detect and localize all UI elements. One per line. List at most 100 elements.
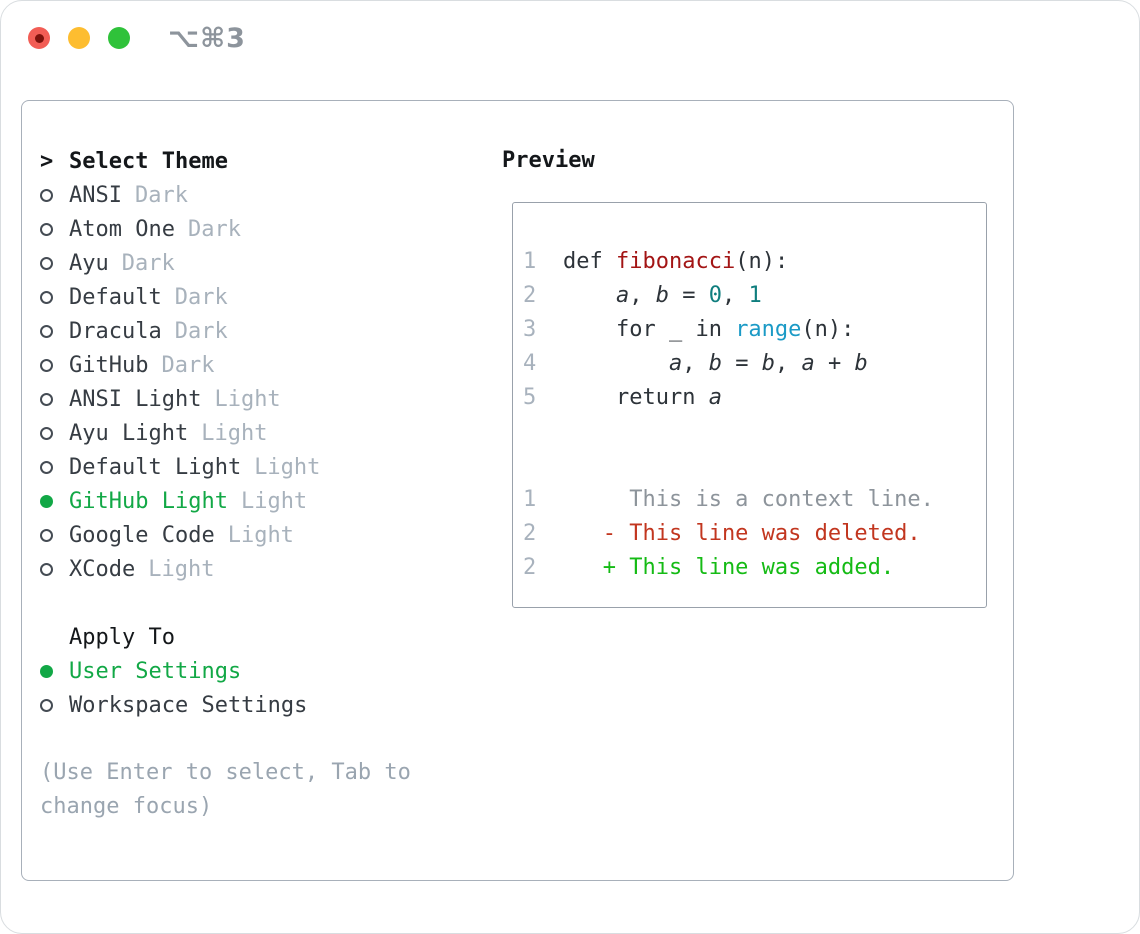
variant-label: Dark <box>174 284 228 310</box>
line-number: 5 <box>523 385 537 410</box>
theme-option-xcode[interactable]: XCode Light <box>40 552 500 586</box>
apply-option-user-settings[interactable]: User Settings <box>40 654 500 688</box>
radio-icon <box>40 222 69 236</box>
code-segment: (n): <box>801 317 855 342</box>
line-number <box>523 449 563 483</box>
select-theme-header: > Select Theme <box>40 144 500 178</box>
window-title: ⌥⌘3 <box>168 22 246 54</box>
code-segment: (n): <box>735 249 789 274</box>
hint-line: change focus) <box>40 794 213 819</box>
theme-option-default[interactable]: Default Dark <box>40 280 500 314</box>
preview-line: 3 for _ in range(n): <box>523 313 986 347</box>
theme-option-github-light[interactable]: GitHub Light Light <box>40 484 500 518</box>
option-label: GitHub <box>69 352 149 378</box>
code-segment: This is a context line. <box>563 487 934 512</box>
code-segment: , <box>629 283 656 308</box>
theme-option-ayu-light[interactable]: Ayu Light Light <box>40 416 500 450</box>
line-number: 4 <box>523 351 537 376</box>
code-segment: a <box>708 385 722 410</box>
option-label: ANSI Light <box>69 386 202 412</box>
option-label: Default <box>69 284 162 310</box>
variant-label: Light <box>240 488 308 514</box>
theme-option-ansi-light[interactable]: ANSI Light Light <box>40 382 500 416</box>
preview-line: 5 return a <box>523 381 986 415</box>
preview-title: Preview <box>502 148 595 173</box>
preview-line <box>523 415 986 449</box>
code-segment <box>563 347 669 381</box>
radio-icon <box>40 460 69 474</box>
code-segment: = <box>668 283 709 308</box>
apply-option-workspace-settings[interactable]: Workspace Settings <box>40 688 500 722</box>
variant-label: Light <box>227 522 294 548</box>
preview-line <box>523 449 986 483</box>
code-segment: b <box>655 283 669 308</box>
radio-selected-icon <box>40 494 69 508</box>
spacer <box>40 722 500 756</box>
option-label: Ayu <box>69 250 109 276</box>
code-segment: + <box>814 351 855 376</box>
close-button-icon[interactable] <box>28 27 50 49</box>
radio-icon <box>40 562 69 576</box>
variant-label: Light <box>148 556 215 582</box>
theme-option-github[interactable]: GitHub Dark <box>40 348 500 382</box>
code-segment: b <box>708 351 722 376</box>
radio-icon <box>40 426 69 440</box>
titlebar: ⌥⌘3 <box>28 23 246 54</box>
radio-icon <box>40 358 69 372</box>
option-label: Ayu Light <box>69 420 189 446</box>
code-segment: b <box>854 351 868 376</box>
preview-line: 2 - This line was deleted. <box>523 517 986 551</box>
line-number: 1 <box>523 249 537 274</box>
variant-label: Light <box>214 386 281 412</box>
focus-caret-icon: > <box>40 148 54 174</box>
code-segment: , <box>682 351 709 376</box>
option-label: GitHub Light <box>69 488 228 514</box>
variant-label: Dark <box>161 352 215 378</box>
preview-line: 2 a, b = 0, 1 <box>523 279 986 313</box>
zoom-button-icon[interactable] <box>108 27 130 49</box>
code-segment: def <box>563 249 616 274</box>
code-segment: for _ in <box>563 317 736 342</box>
hint-line: (Use Enter to select, Tab to <box>40 760 411 785</box>
option-label: ANSI <box>69 182 122 208</box>
select-theme-title: Select Theme <box>69 148 228 174</box>
theme-option-ayu[interactable]: Ayu Dark <box>40 246 500 280</box>
line-number: 1 <box>523 487 537 512</box>
radio-icon <box>40 528 69 542</box>
line-number: 2 <box>523 283 537 308</box>
variant-label: Dark <box>121 250 175 276</box>
line-number: 2 <box>523 555 537 580</box>
code-segment: range <box>735 317 802 342</box>
minimize-button-icon[interactable] <box>68 27 90 49</box>
variant-label: Light <box>201 420 268 446</box>
option-label: XCode <box>69 556 136 582</box>
radio-icon <box>40 256 69 270</box>
radio-icon <box>40 324 69 338</box>
code-segment: a <box>801 351 815 376</box>
code-segment <box>563 279 616 313</box>
line-number: 2 <box>523 521 537 546</box>
option-label: Default Light <box>69 454 242 480</box>
option-label: User Settings <box>69 658 242 684</box>
preview-line: 1 This is a context line. <box>523 483 986 517</box>
code-segment: return <box>563 385 709 410</box>
preview-line: 1 def fibonacci(n): <box>523 245 986 279</box>
preview-line: 4 a, b = b, a + b <box>523 347 986 381</box>
option-label: Workspace Settings <box>69 692 308 718</box>
code-segment: , <box>774 351 802 376</box>
code-segment: fibonacci <box>615 249 736 274</box>
spacer <box>40 586 500 620</box>
radio-icon <box>40 290 69 304</box>
variant-label: Dark <box>187 216 241 242</box>
radio-icon <box>40 698 69 712</box>
option-label: Dracula <box>69 318 162 344</box>
